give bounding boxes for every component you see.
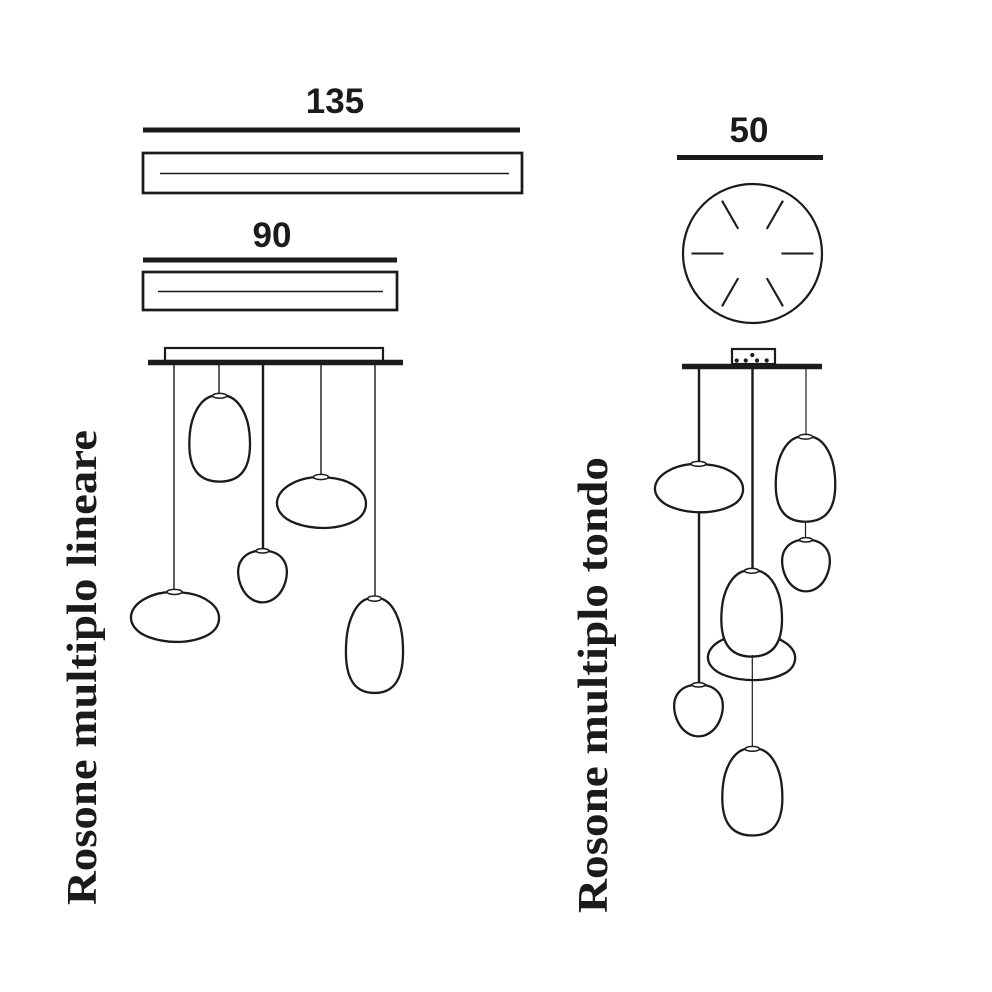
pendant-pebble <box>129 588 221 644</box>
pendant-apple <box>780 536 831 593</box>
pendant-pebble <box>653 460 745 514</box>
canopy-disc-outline <box>681 182 824 325</box>
spoke-lower-right <box>765 277 784 307</box>
pendant-bell <box>344 594 405 695</box>
screw-dot <box>743 358 748 363</box>
dimension-value-50: 50 <box>730 111 769 150</box>
linear-canopy-body <box>163 346 385 363</box>
pendant-bell <box>188 392 252 483</box>
round-pendant-side-view <box>653 347 837 837</box>
pendant-bell <box>721 745 784 837</box>
spoke-upper-left <box>721 200 740 230</box>
screw-dot <box>754 358 760 363</box>
pendant-bell <box>774 433 837 523</box>
section-label-round: Rosone multiplo tondo <box>571 457 617 913</box>
pendant-apple <box>236 547 289 604</box>
dimension-value-135: 135 <box>306 82 364 121</box>
canopy-disc-spokes <box>691 200 814 307</box>
spoke-upper-right <box>765 200 784 230</box>
spoke-lower-left <box>721 277 740 307</box>
linear-canopy-top-views: 135 90 <box>141 82 524 312</box>
pendant-bell <box>720 567 784 658</box>
screw-dot <box>764 358 769 363</box>
section-label-linear: Rosone multiplo lineare <box>60 430 106 905</box>
screw-dot <box>750 352 755 358</box>
dimension-value-90: 90 <box>253 216 292 255</box>
round-canopy-top-view: 50 <box>677 111 824 325</box>
linear-pendant-side-view <box>129 346 405 695</box>
pendant-apple <box>672 681 725 738</box>
screw-dot <box>734 358 739 363</box>
round-canopy-screw-dots <box>734 352 769 363</box>
pendant-pebble <box>275 473 368 530</box>
